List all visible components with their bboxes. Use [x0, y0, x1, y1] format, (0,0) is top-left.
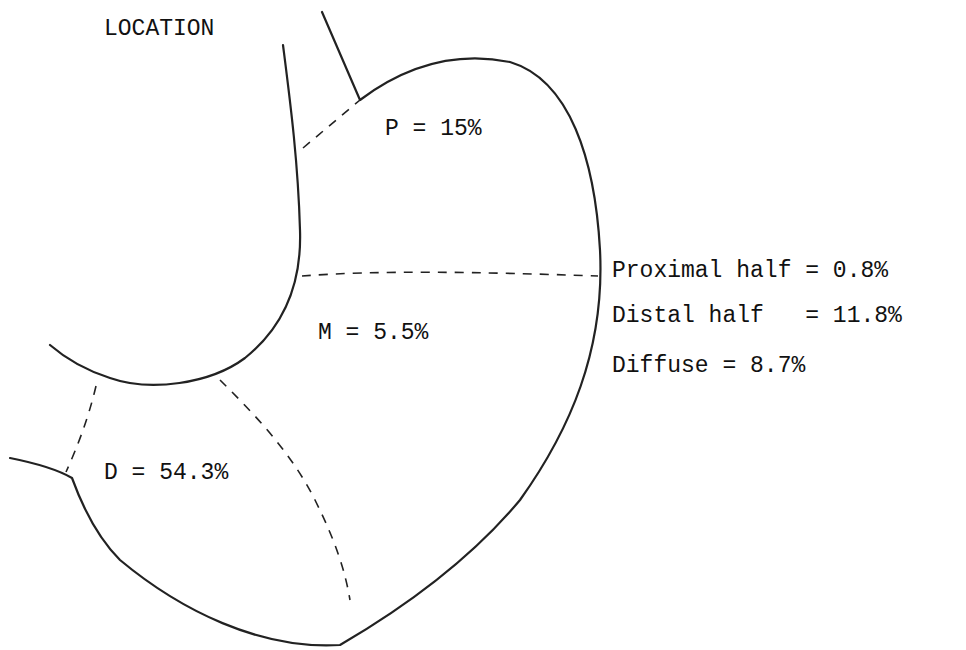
region-label: M = 5.5% [318, 320, 428, 348]
cardia-boundary [303, 100, 360, 148]
region-label: P = 15% [385, 116, 482, 144]
heading: LOCATION [104, 16, 214, 44]
lesser-curvature [50, 45, 300, 385]
greater-curvature [10, 12, 600, 645]
side-note: Proximal half = 0.8% [612, 258, 888, 286]
middle-distal-boundary [220, 380, 350, 600]
side-note: Distal half = 11.8% [612, 303, 902, 331]
pylorus-boundary [66, 386, 96, 472]
side-note: Diffuse = 8.7% [612, 353, 805, 381]
proximal-middle-boundary [302, 272, 598, 276]
region-label: D = 54.3% [104, 460, 228, 488]
